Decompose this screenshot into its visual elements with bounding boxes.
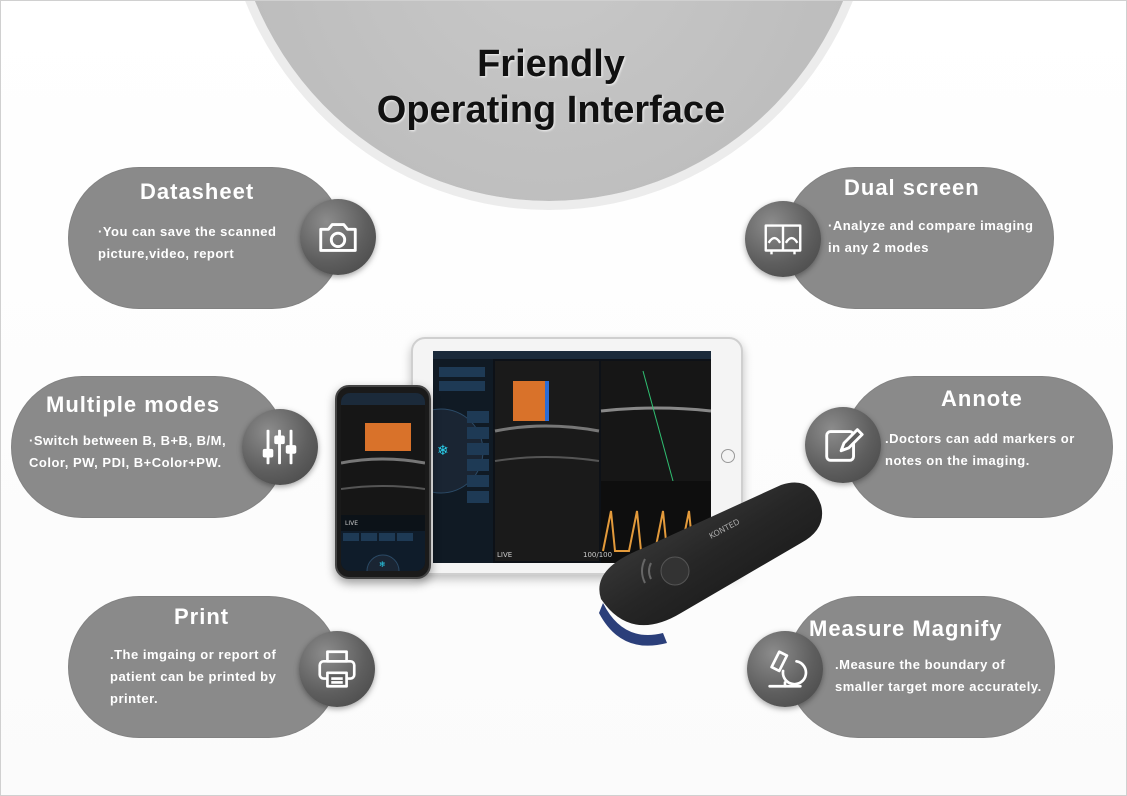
desc-line: .The imgaing or report of — [110, 647, 277, 662]
feature-datasheet-title: Datasheet — [140, 179, 255, 204]
desc-line: .Doctors can add markers or — [885, 431, 1075, 446]
desc-line: in any 2 modes — [828, 240, 929, 255]
desc-line: Color, PW, PDI, B+Color+PW. — [29, 455, 222, 470]
feature-annote-title: Annote — [941, 386, 1023, 411]
feature-datasheet-desc: ·You can save the scanned picture,video,… — [98, 221, 276, 265]
desc-line: ·You can save the scanned — [98, 224, 277, 239]
feature-dual-screen-title: Dual screen — [844, 175, 980, 200]
desc-line: .Measure the boundary of — [835, 657, 1006, 672]
edit-pencil-icon — [805, 407, 881, 483]
desc-line: smaller target more accurately. — [835, 679, 1042, 694]
dual-screen-icon — [745, 201, 821, 277]
feature-datasheet: Datasheet ·You can save the scanned pict… — [68, 167, 343, 309]
phone-ultrasound-illustration: LIVE ❄ — [341, 393, 425, 571]
phone-screen: LIVE ❄ — [341, 393, 425, 571]
desc-line: ·Analyze and compare imaging — [828, 218, 1034, 233]
desc-line: notes on the imaging. — [885, 453, 1030, 468]
feature-dual-screen: Dual screen ·Analyze and compare imaging… — [784, 167, 1054, 309]
feature-measure-magnify-desc: .Measure the boundary of smaller target … — [835, 654, 1042, 698]
phone-device: LIVE ❄ — [335, 385, 431, 579]
feature-measure-magnify-title: Measure Magnify — [809, 616, 1003, 641]
ultrasound-probe: KONTED — [591, 479, 831, 649]
page-title: Friendly Operating Interface — [301, 41, 801, 133]
phone-live-label: LIVE — [345, 520, 358, 527]
desc-line: patient can be printed by — [110, 669, 277, 684]
feature-annote: Annote .Doctors can add markers or notes… — [843, 376, 1113, 518]
feature-multiple-modes: Multiple modes ·Switch between B, B+B, B… — [11, 376, 286, 518]
feature-measure-magnify: Measure Magnify .Measure the boundary of… — [787, 596, 1055, 738]
desc-line: ·Switch between B, B+B, B/M, — [29, 433, 227, 448]
svg-text:❄: ❄ — [379, 560, 386, 569]
sliders-icon — [242, 409, 318, 485]
tablet-counter-label: 100/100 — [583, 551, 612, 559]
title-line-2: Operating Interface — [376, 89, 726, 131]
feature-print-desc: .The imgaing or report of patient can be… — [110, 644, 276, 710]
tablet-live-label: LIVE — [497, 551, 512, 559]
tablet-home-button — [721, 449, 735, 463]
desc-line: printer. — [110, 691, 159, 706]
printer-icon — [299, 631, 375, 707]
microscope-icon — [747, 631, 823, 707]
feature-dual-screen-desc: ·Analyze and compare imaging in any 2 mo… — [828, 215, 1033, 259]
feature-multiple-modes-desc: ·Switch between B, B+B, B/M, Color, PW, … — [29, 430, 226, 474]
feature-multiple-modes-title: Multiple modes — [46, 392, 221, 417]
svg-text:❄: ❄ — [437, 443, 449, 459]
title-line-1: Friendly — [477, 43, 625, 85]
feature-print-title: Print — [174, 604, 230, 629]
desc-line: picture,video, report — [98, 246, 235, 261]
feature-print: Print .The imgaing or report of patient … — [68, 596, 340, 738]
camera-icon — [300, 199, 376, 275]
feature-annote-desc: .Doctors can add markers or notes on the… — [885, 428, 1075, 472]
